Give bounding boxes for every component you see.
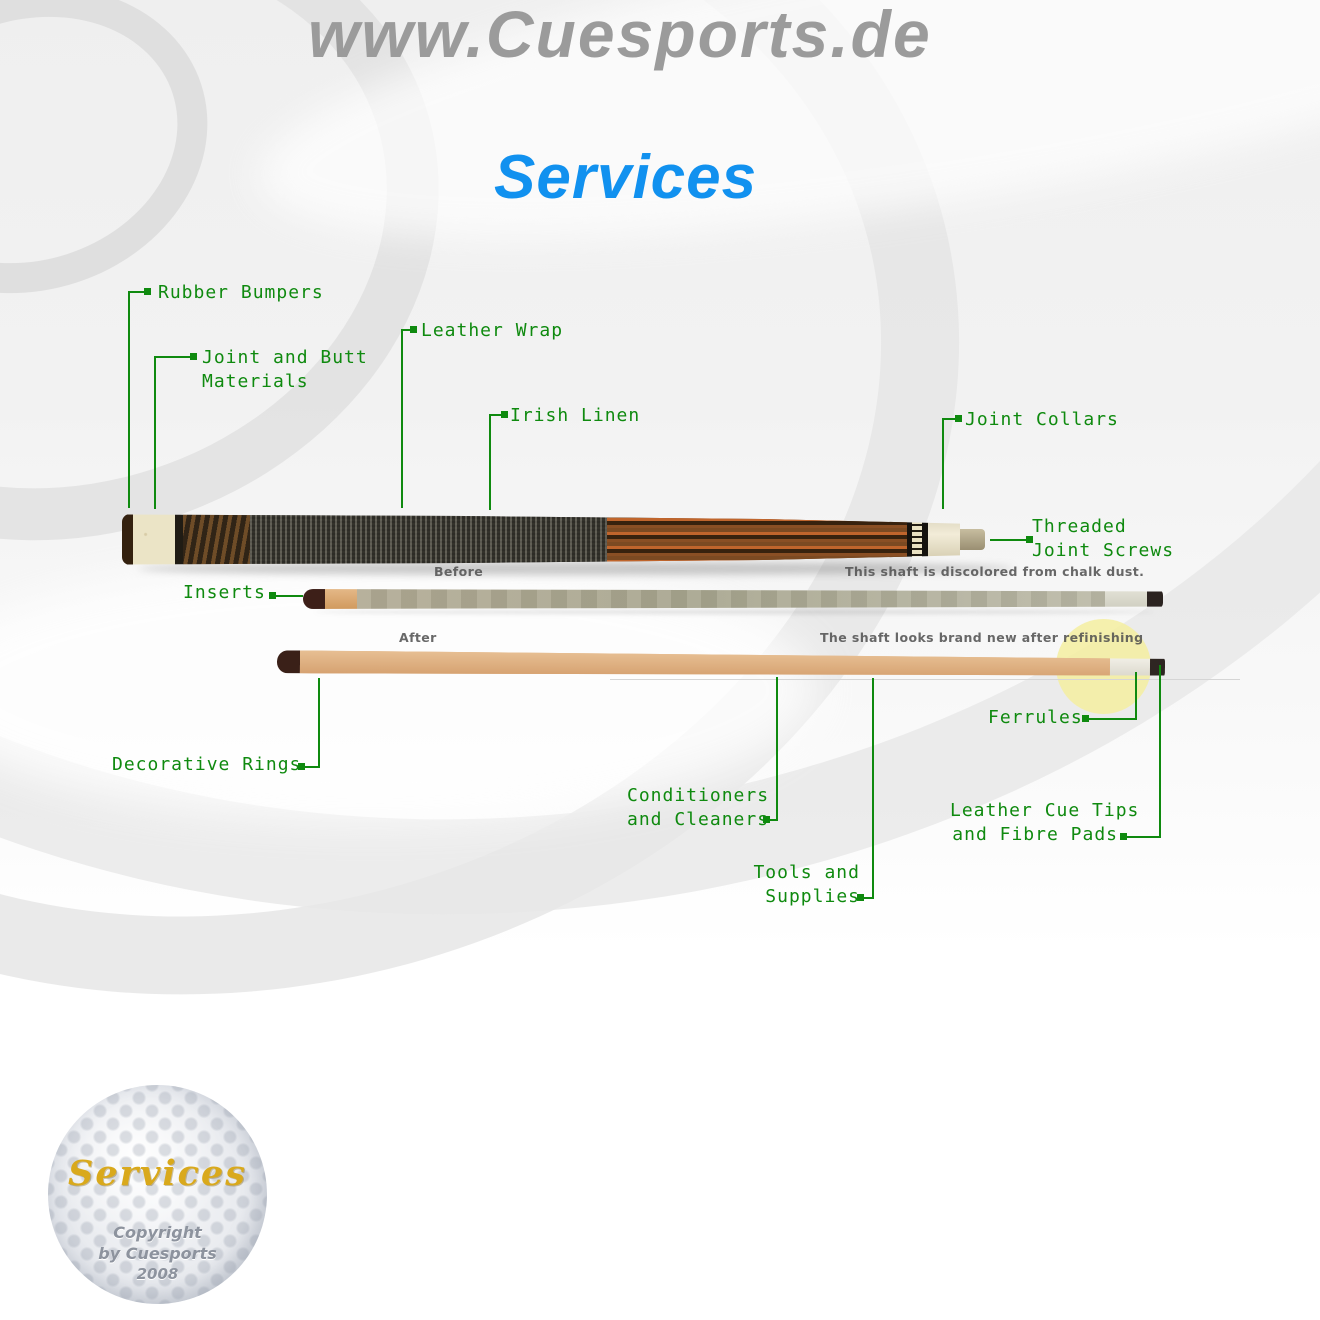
leader-bullet <box>857 894 864 901</box>
leader-line <box>305 766 320 768</box>
leader-line <box>275 595 303 597</box>
leader-line <box>128 291 130 508</box>
label-line: Tools and <box>753 862 860 883</box>
leader-bullet <box>190 353 197 360</box>
leader-line <box>401 329 403 508</box>
label-rubber-bumpers[interactable]: Rubber Bumpers <box>158 282 324 303</box>
discolored-shaft-body <box>357 589 1105 609</box>
threaded-joint-screw-pin <box>960 528 985 551</box>
leader-line <box>872 678 874 899</box>
label-line: Joint Screws <box>1032 540 1175 561</box>
label-decorative-rings[interactable]: Decorative Rings <box>112 754 302 775</box>
before-note: This shaft is discolored from chalk dust… <box>845 564 1145 579</box>
label-line: Threaded <box>1032 516 1127 537</box>
label-line: and Fibre Pads <box>952 824 1118 845</box>
leader-line <box>154 356 192 358</box>
after-caption: After <box>399 630 437 645</box>
leader-line <box>1127 836 1161 838</box>
after-note: The shaft looks brand new after refinish… <box>820 630 1144 645</box>
copyright-line: by Cuesports <box>98 1244 217 1263</box>
cue-tip <box>1150 656 1165 679</box>
linen-wrap-section <box>250 514 607 565</box>
label-irish-linen[interactable]: Irish Linen <box>510 405 641 426</box>
leather-wrap-section <box>183 514 250 565</box>
shaft-insert-cap <box>277 650 300 673</box>
copyright-line: Copyright <box>113 1223 202 1242</box>
leader-line <box>942 418 944 509</box>
label-leather-cue-tips-and-fibre-pads[interactable]: Leather Cue Tips and Fibre Pads <box>950 799 1140 847</box>
leader-line <box>942 418 958 420</box>
shaft-ferrule <box>1110 655 1150 678</box>
label-line: Supplies <box>765 886 860 907</box>
label-line: Conditioners <box>627 785 770 806</box>
leader-line <box>1135 672 1137 720</box>
page-title: Services <box>494 143 758 212</box>
decorative-ring <box>907 514 912 565</box>
cue-tip <box>1147 589 1163 609</box>
site-watermark-title: www.Cuesports.de <box>308 0 932 71</box>
leader-line <box>990 539 1028 541</box>
before-caption: Before <box>434 564 484 579</box>
decorative-ring <box>912 514 922 565</box>
leader-bullet <box>1120 833 1127 840</box>
butt-ring <box>175 514 183 565</box>
leader-line <box>864 897 874 899</box>
label-conditioners-and-cleaners[interactable]: Conditioners and Cleaners <box>627 784 770 832</box>
leader-line <box>1159 665 1161 838</box>
label-tools-and-supplies[interactable]: Tools and Supplies <box>748 861 860 909</box>
leader-line <box>401 329 413 331</box>
golf-ball-logo: Services Copyright by Cuesports 2008 <box>48 1085 267 1304</box>
shaft-joint-wood <box>325 589 357 609</box>
label-line: Materials <box>202 371 309 392</box>
decorative-ring <box>922 514 928 565</box>
leader-line <box>489 414 491 510</box>
leader-bullet <box>269 592 276 599</box>
after-shaft-underline <box>610 679 1240 680</box>
leader-bullet <box>955 415 962 422</box>
forearm-inlay-section <box>607 514 907 565</box>
butt-cue-shadow <box>138 562 1013 575</box>
label-line: and Cleaners <box>627 809 770 830</box>
leader-line <box>154 356 156 509</box>
label-joint-and-butt-materials[interactable]: Joint and Butt Materials <box>202 346 368 394</box>
leader-bullet <box>410 326 417 333</box>
leader-bullet <box>501 411 508 418</box>
copyright-line: 2008 <box>136 1265 179 1283</box>
rubber-bumper-knob <box>122 514 133 565</box>
before-shaft-image <box>303 589 1163 609</box>
leader-bullet <box>144 288 151 295</box>
leader-line <box>1089 718 1137 720</box>
cue-butt-image <box>122 514 985 565</box>
leader-bullet <box>298 763 305 770</box>
butt-cap <box>133 514 175 565</box>
shaft-ferrule <box>1105 589 1147 609</box>
label-threaded-joint-screws[interactable]: Threaded Joint Screws <box>1032 515 1174 563</box>
label-ferrules[interactable]: Ferrules <box>988 707 1083 728</box>
label-joint-collars[interactable]: Joint Collars <box>965 409 1119 430</box>
leader-line <box>770 819 778 821</box>
leader-bullet <box>1026 536 1033 543</box>
leader-line <box>489 414 503 416</box>
label-line: Joint and Butt <box>202 347 368 368</box>
leader-bullet <box>763 816 770 823</box>
label-inserts[interactable]: Inserts <box>183 582 266 603</box>
leader-line <box>776 677 778 821</box>
leader-bullet <box>1082 715 1089 722</box>
leader-line <box>318 678 320 768</box>
leader-line <box>128 291 146 293</box>
before-shaft-shadow <box>315 610 1155 614</box>
label-line: Leather Cue Tips <box>950 800 1140 821</box>
logo-services-text: Services <box>68 1153 247 1194</box>
shaft-insert-cap <box>303 589 325 609</box>
label-leather-wrap[interactable]: Leather Wrap <box>421 320 564 341</box>
